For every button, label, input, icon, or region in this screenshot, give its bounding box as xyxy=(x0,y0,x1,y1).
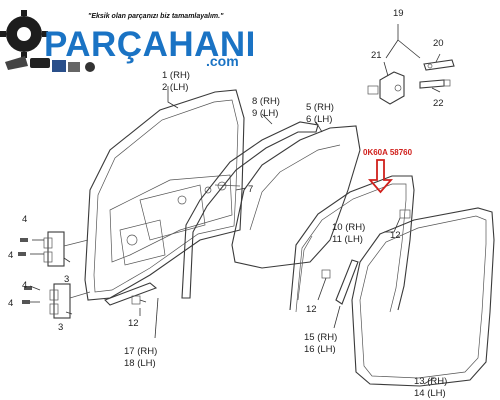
lower-channel-part xyxy=(104,282,158,306)
callout-19: 19 xyxy=(393,8,404,19)
callout-4-a: 4 xyxy=(22,214,27,225)
hinge-lower-part xyxy=(49,283,91,319)
opening-weatherstrip-part xyxy=(351,207,495,387)
callout-2: 2 (LH) xyxy=(162,82,188,93)
callout-9: 9 (LH) xyxy=(252,108,278,119)
latch-bracket-part xyxy=(367,71,405,105)
clip-part xyxy=(131,209,411,305)
callout-14: 14 (LH) xyxy=(414,388,446,399)
callout-21: 21 xyxy=(371,50,382,61)
callout-16: 16 (LH) xyxy=(304,344,336,355)
callout-5: 5 (RH) xyxy=(306,102,334,113)
callout-6: 6 (LH) xyxy=(306,114,332,125)
car-parts-icon xyxy=(5,56,95,72)
glass-run-channel-part xyxy=(181,121,319,299)
callout-18: 18 (LH) xyxy=(124,358,156,369)
brand-name: PARÇAHANI xyxy=(44,25,256,64)
callout-15: 15 (RH) xyxy=(304,332,337,343)
callout-13: 13 (RH) xyxy=(414,376,447,387)
callout-3-a: 3 xyxy=(64,274,69,285)
callout-4-c: 4 xyxy=(22,280,27,291)
door-glass-part xyxy=(231,125,361,269)
door-weatherstrip-part xyxy=(289,175,415,313)
brand-slogan: "Eksik olan parçanızı biz tamamlayalım." xyxy=(88,13,224,20)
callout-10: 10 (RH) xyxy=(332,222,365,233)
highlight-arrow xyxy=(368,159,393,194)
callout-4-b: 4 xyxy=(8,250,13,261)
callout-12-b: 12 xyxy=(128,318,139,329)
callout-20: 20 xyxy=(433,38,444,49)
gear-icon xyxy=(0,10,48,58)
callout-17: 17 (RH) xyxy=(124,346,157,357)
bolt-part xyxy=(18,238,32,304)
callout-12-c: 12 xyxy=(306,304,317,315)
check-link-part xyxy=(423,59,455,71)
callout-1: 1 (RH) xyxy=(162,70,190,81)
callout-3-b: 3 xyxy=(58,322,63,333)
screw-part xyxy=(419,79,451,89)
brand-domain: .com xyxy=(206,53,239,69)
callout-22: 22 xyxy=(433,98,444,109)
highlight-part-number: 0K60A 58760 xyxy=(363,148,413,157)
callout-7: 7 xyxy=(248,184,253,195)
callout-11: 11 (LH) xyxy=(332,234,363,245)
weatherstrip-small-part xyxy=(335,259,359,305)
callout-8: 8 (RH) xyxy=(252,96,280,107)
leader-lines xyxy=(29,24,441,385)
callout-4-d: 4 xyxy=(8,298,13,309)
callout-12-a: 12 xyxy=(390,230,401,241)
door-panel-part xyxy=(84,89,245,301)
brand-logo: "Eksik olan parçanızı biz tamamlayalım."… xyxy=(0,10,256,72)
hinge-upper-part xyxy=(43,231,89,267)
